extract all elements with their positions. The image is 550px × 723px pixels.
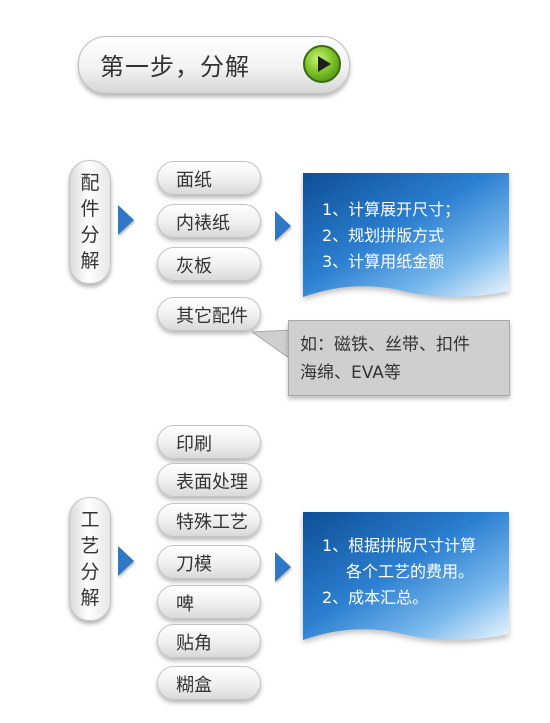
chevron-right-icon: [118, 205, 134, 235]
item-pill: [157, 545, 261, 579]
item-label: 内裱纸: [176, 213, 230, 234]
callout-pointer: [252, 329, 292, 361]
item-label: 贴角: [176, 633, 212, 654]
category-process-capsule: 工艺分解: [69, 497, 111, 621]
callout-line: 如：磁铁、丝带、扣件: [300, 335, 470, 355]
info-box-parts: [303, 173, 509, 297]
item-label: 特殊工艺: [176, 512, 248, 533]
item-label: 糊盒: [176, 675, 212, 696]
item-label: 灰板: [176, 256, 212, 277]
item-label: 其它配件: [176, 306, 248, 327]
category-parts-label: 配件分解: [80, 172, 100, 272]
chevron-right-icon: [118, 546, 134, 576]
item-pill: [157, 297, 261, 331]
chevron-right-icon: [275, 552, 291, 582]
step-title: 第一步，分解: [100, 53, 250, 81]
callout-line: 海绵、EVA等: [300, 363, 401, 383]
item-label: 表面处理: [176, 472, 248, 493]
info-line: 2、成本汇总。: [322, 588, 429, 607]
category-process-label: 工艺分解: [80, 509, 100, 609]
item-label: 刀模: [176, 554, 212, 575]
info-line: 1、根据拼版尺寸计算: [322, 536, 477, 555]
play-button-icon[interactable]: [303, 45, 341, 83]
chevron-right-icon: [275, 211, 291, 241]
info-line: 2、规划拼版方式: [322, 226, 445, 245]
info-line: 3、计算用纸金额: [322, 252, 445, 271]
item-label: 印刷: [176, 434, 212, 455]
item-pill: [157, 666, 261, 700]
info-box-process: [303, 512, 509, 640]
info-line: 1、计算展开尺寸；: [322, 200, 461, 219]
item-label: 啤: [176, 594, 194, 615]
item-pill: [157, 585, 261, 619]
item-label: 面纸: [176, 170, 212, 191]
info-line: 各个工艺的费用。: [346, 562, 475, 581]
item-pill: [157, 503, 261, 537]
item-pill: [157, 463, 261, 497]
item-pill: [157, 247, 261, 281]
item-pill: [157, 204, 261, 238]
callout-box: [288, 320, 510, 396]
item-pill: [157, 161, 261, 195]
item-pill: [157, 425, 261, 459]
item-pill: [157, 624, 261, 658]
category-parts-capsule: 配件分解: [69, 160, 111, 284]
